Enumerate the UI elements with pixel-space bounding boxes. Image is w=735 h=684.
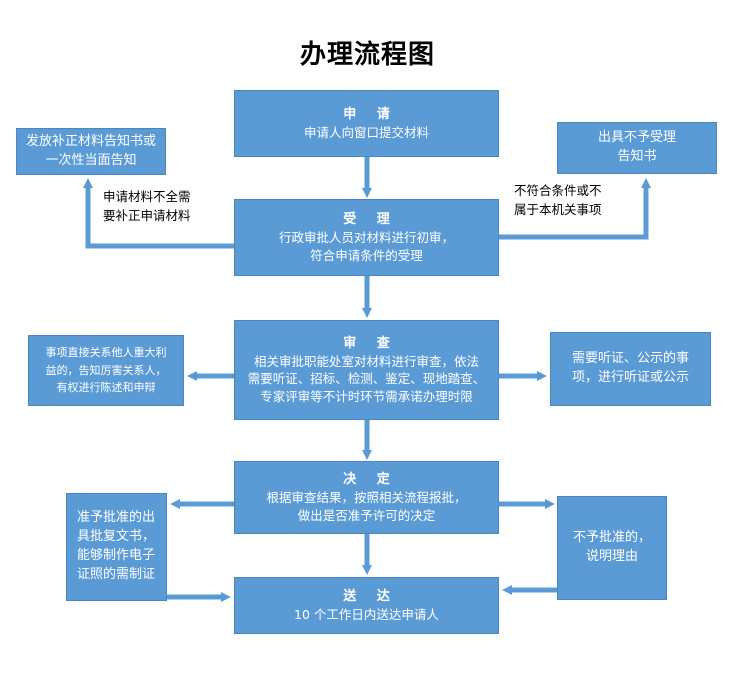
box-reject-notice: 出具不予受理 告知书 (557, 122, 717, 174)
approve-line: 证照的需制证 (77, 566, 156, 582)
step-accept-line: 符合申请条件的受理 (310, 247, 423, 263)
label-incomplete-line: 要补正申请材料 (103, 207, 191, 223)
step-decide-head: 决 定 (343, 471, 398, 487)
box-hearing: 需要听证、公示的事 项，进行听证或公示 (550, 332, 711, 406)
deny-line: 不予批准的， (572, 530, 651, 546)
step-decide-line: 根据审查结果，按照相关流程报批， (266, 490, 467, 506)
box-deny: 不予批准的， 说明理由 (557, 496, 667, 600)
notify-parties-line: 事项直接关系他人重大利 (45, 346, 167, 360)
notify-parties-line: 益的，告知厉害关系人， (45, 363, 167, 377)
label-not-eligible-line: 不符合条件或不 (514, 183, 602, 198)
reject-notice-line: 出具不予受理 (597, 130, 676, 146)
step-accept-line: 行政审批人员对材料进行初审， (278, 230, 454, 246)
label-incomplete-line: 申请材料不全需 (103, 189, 191, 204)
arrow-accept-to-reject (499, 178, 651, 240)
step-review-line: 专家评审等不计时环节需承诺办理时限 (260, 388, 473, 404)
approve-line: 准予批准的出 (77, 510, 156, 526)
step-review-head: 审 查 (343, 335, 398, 351)
step-review-line: 相关审批职能处室对材料进行审查，依法 (253, 353, 479, 369)
step-decide: 决 定 根据审查结果，按照相关流程报批， 做出是否准予许可的决定 (234, 461, 499, 534)
arrow-accept-to-supplement (83, 178, 234, 249)
hearing-line: 项，进行听证或公示 (571, 370, 689, 385)
label-not-eligible: 不符合条件或不 属于本机关事项 (514, 182, 602, 220)
box-approve: 准予批准的出 具批复文书， 能够制作电子 证照的需制证 (66, 493, 167, 601)
step-deliver-head: 送 达 (343, 588, 398, 604)
approve-line: 能够制作电子 (77, 548, 156, 563)
approve-line: 具批复文书， (77, 529, 156, 545)
step-decide-line: 做出是否准予许可的决定 (297, 507, 436, 523)
step-review-line: 需要听证、招标、检测、鉴定、现地踏查、 (247, 371, 486, 387)
hearing-line: 需要听证、公示的事 (571, 351, 689, 367)
step-apply-head: 申 请 (343, 106, 398, 122)
step-deliver-body: 10 个工作日内送达申请人 (294, 606, 439, 622)
notify-parties-line: 有权进行陈述和申辩 (56, 381, 156, 395)
step-deliver: 送 达 10 个工作日内送达申请人 (234, 577, 499, 634)
label-not-eligible-line: 属于本机关事项 (514, 201, 602, 217)
supplement-line: 一次性当面告知 (45, 152, 137, 168)
reject-notice-line: 告知书 (617, 149, 657, 164)
page-title: 办理流程图 (299, 40, 435, 70)
box-notify-parties: 事项直接关系他人重大利 益的，告知厉害关系人， 有权进行陈述和申辩 (28, 335, 184, 406)
step-apply: 申 请 申请人向窗口提交材料 (234, 90, 499, 157)
step-apply-body: 申请人向窗口提交材料 (303, 124, 429, 140)
step-accept: 受 理 行政审批人员对材料进行初审， 符合申请条件的受理 (234, 199, 499, 276)
step-accept-head: 受 理 (343, 211, 398, 227)
deny-line: 说明理由 (585, 549, 638, 564)
label-incomplete: 申请材料不全需 要补正申请材料 (103, 188, 191, 226)
box-supplement-notice: 发放补正材料告知书或 一次性当面告知 (16, 128, 166, 175)
supplement-line: 发放补正材料告知书或 (25, 133, 156, 149)
step-review: 审 查 相关审批职能处室对材料进行审查，依法 需要听证、招标、检测、鉴定、现地踏… (234, 320, 499, 420)
